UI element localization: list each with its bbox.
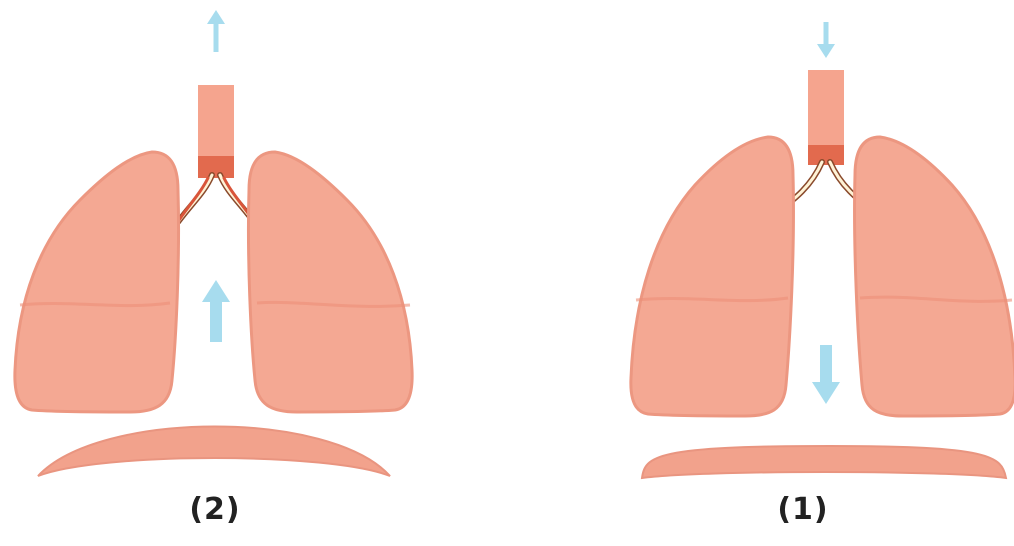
airflow-out-arrow-icon xyxy=(207,10,225,52)
panel-inhale xyxy=(631,22,1014,478)
right-lung xyxy=(248,152,412,412)
left-lung xyxy=(631,137,794,416)
trachea-band xyxy=(198,156,234,178)
airflow-in-arrow-icon xyxy=(817,22,835,58)
trachea xyxy=(198,85,234,160)
diaphragm-down-arrow-icon xyxy=(812,345,840,404)
bronchi xyxy=(175,175,257,226)
panel-exhale xyxy=(15,10,412,476)
trachea xyxy=(808,70,844,150)
diaphragm-up-arrow-icon xyxy=(202,280,230,342)
panel-label-inhale: (1) xyxy=(743,492,863,527)
diaphragm-flattened xyxy=(642,446,1006,478)
right-lung xyxy=(855,137,1014,416)
panel-label-exhale: (2) xyxy=(155,492,275,527)
diaphragm-raised xyxy=(38,427,390,477)
left-lung xyxy=(15,152,179,412)
trachea-band xyxy=(808,145,844,165)
